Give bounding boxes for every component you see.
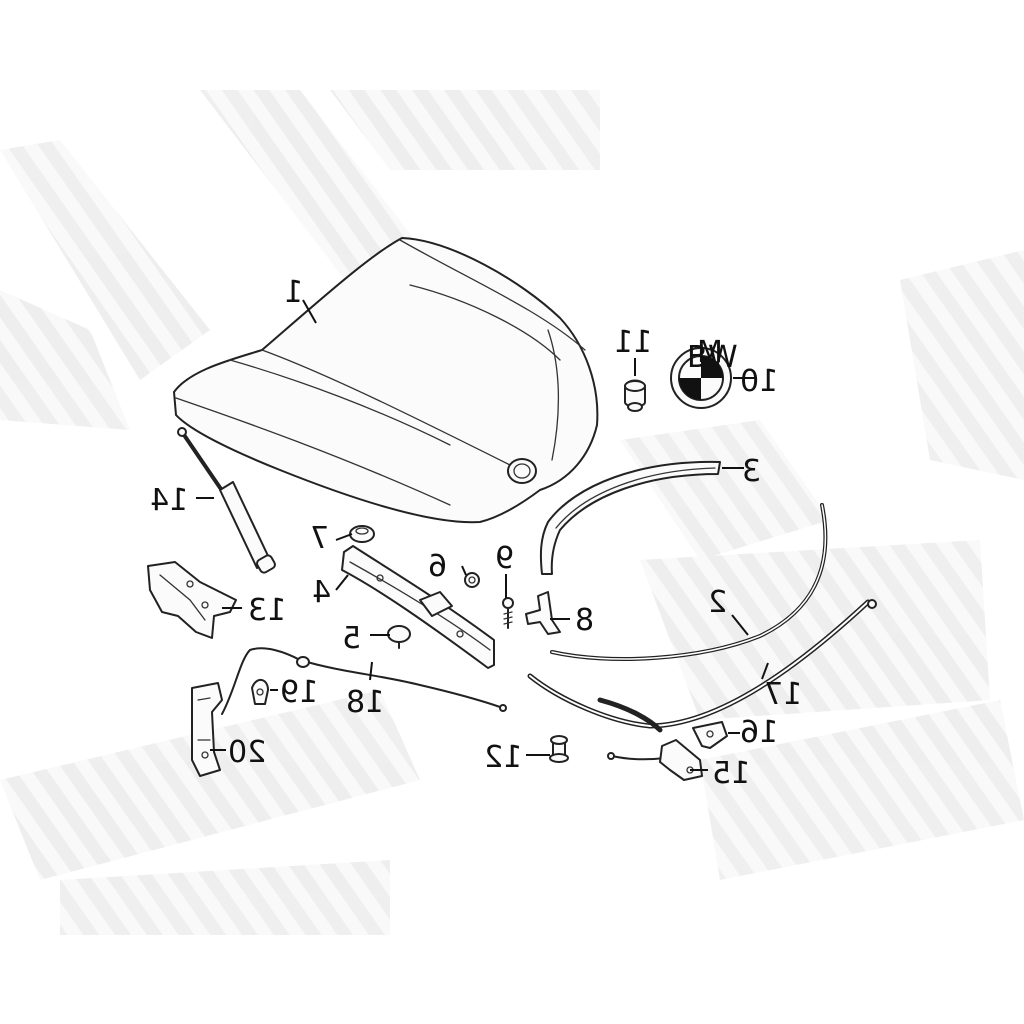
- callout-9[interactable]: 9: [495, 541, 514, 576]
- callout-13[interactable]: 13: [248, 593, 286, 628]
- clip[interactable]: [464, 572, 480, 588]
- watermark: [0, 90, 1024, 935]
- callout-18[interactable]: 18: [346, 685, 384, 720]
- gas-strut[interactable]: [177, 427, 276, 574]
- release-cable[interactable]: [527, 599, 877, 733]
- callout-20[interactable]: 20: [228, 735, 266, 770]
- callout-7[interactable]: 7: [310, 521, 329, 556]
- rubber-buffer[interactable]: [387, 625, 411, 649]
- buffer-stop[interactable]: [349, 525, 375, 543]
- leader-lines: [196, 299, 769, 771]
- hood-latch[interactable]: [607, 739, 703, 781]
- callout-8[interactable]: 8: [575, 603, 594, 638]
- emblem-letter-b: B: [687, 340, 708, 375]
- emblem-letter-m: M: [697, 335, 723, 370]
- callouts: 1 2 3 4 5 6 7 8 9 10 11 12 13 14 15 16 1…: [150, 275, 802, 791]
- callout-3[interactable]: 3: [742, 454, 761, 489]
- callout-14[interactable]: 14: [150, 483, 188, 518]
- hinge[interactable]: [147, 561, 237, 639]
- cable-clip[interactable]: [251, 679, 269, 705]
- callout-17[interactable]: 17: [764, 677, 802, 712]
- callout-4[interactable]: 4: [312, 575, 331, 610]
- emblem[interactable]: B M W: [670, 335, 738, 409]
- callout-19[interactable]: 19: [280, 675, 318, 710]
- callout-12[interactable]: 12: [484, 740, 522, 775]
- emblem-letter-w: W: [708, 340, 738, 375]
- callout-5[interactable]: 5: [342, 621, 361, 656]
- grommet[interactable]: [624, 379, 646, 412]
- seal-strip[interactable]: [539, 460, 721, 575]
- bowden-cable[interactable]: [221, 647, 507, 715]
- cable-holder[interactable]: [525, 591, 561, 635]
- callout-1[interactable]: 1: [284, 275, 303, 310]
- callout-16[interactable]: 16: [740, 715, 778, 750]
- hood[interactable]: [173, 237, 599, 524]
- callout-11[interactable]: 11: [614, 325, 652, 360]
- bumper-stop[interactable]: [549, 735, 569, 763]
- lock-carrier-bracket[interactable]: [341, 545, 495, 669]
- callout-15[interactable]: 15: [712, 756, 750, 791]
- callout-6[interactable]: 6: [428, 549, 447, 584]
- release-lever[interactable]: [191, 682, 223, 777]
- callout-2[interactable]: 2: [708, 585, 727, 620]
- callout-10[interactable]: 10: [740, 364, 778, 399]
- latch-bracket[interactable]: [692, 721, 728, 749]
- screw[interactable]: [502, 597, 514, 629]
